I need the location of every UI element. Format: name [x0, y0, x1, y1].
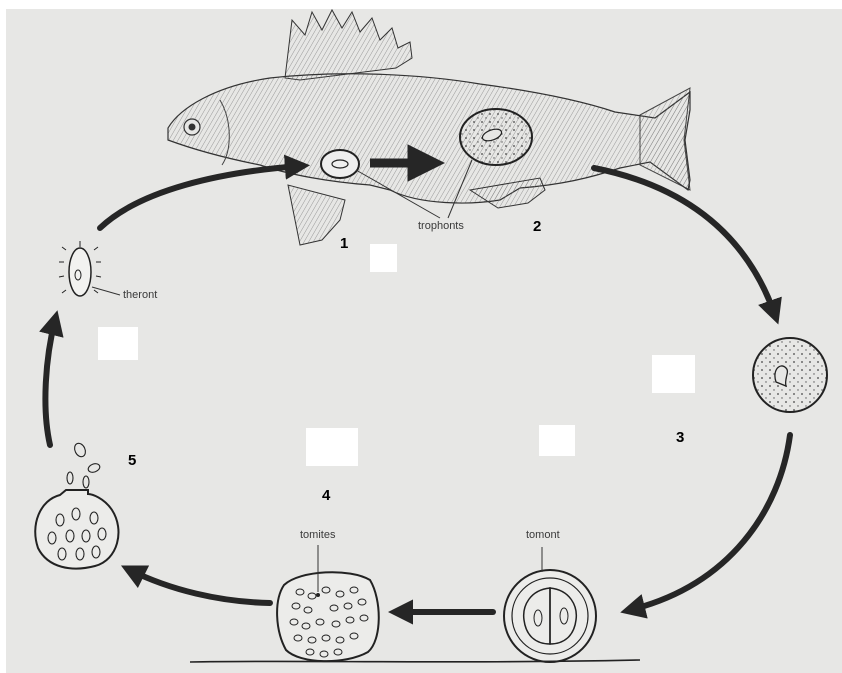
stage-number-3: 3 — [676, 430, 684, 445]
substrate-line — [190, 660, 640, 662]
tomont-cyst — [504, 547, 596, 662]
fish-pelvic-fin — [288, 185, 345, 245]
tomites-cyst — [277, 545, 379, 661]
blank-label-box[interactable] — [306, 428, 358, 466]
fish-dorsal-fin — [285, 10, 412, 80]
blank-label-box[interactable] — [98, 327, 138, 360]
trophont-small — [321, 150, 359, 178]
rupturing-cyst — [35, 442, 118, 569]
detached-trophont — [753, 338, 827, 412]
blank-label-box[interactable] — [370, 244, 397, 272]
label-theront: theront — [123, 290, 157, 301]
blank-label-box[interactable] — [652, 355, 695, 393]
blank-label-box[interactable] — [539, 425, 575, 456]
label-tomont: tomont — [526, 530, 560, 541]
stage-number-5: 5 — [128, 453, 136, 468]
stage-number-2: 2 — [533, 219, 541, 234]
stage-number-4: 4 — [322, 488, 330, 503]
fish-host — [168, 10, 690, 245]
fish-body — [168, 74, 690, 203]
label-tomites: tomites — [300, 530, 335, 541]
stage-number-1: 1 — [340, 236, 348, 251]
fish-tail — [640, 88, 690, 190]
label-trophonts: trophonts — [418, 221, 464, 232]
theront-cell — [59, 241, 120, 296]
